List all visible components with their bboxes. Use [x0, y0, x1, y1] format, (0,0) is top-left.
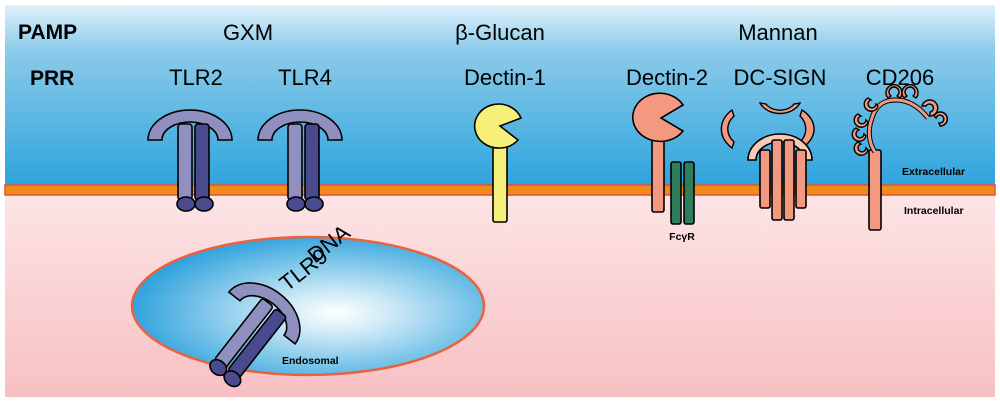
cd206-receptor — [851, 84, 948, 231]
tlr9-receptor — [209, 282, 301, 388]
pamp-label: PAMP — [18, 21, 77, 44]
label-dcsign: DC-SIGN — [734, 65, 827, 90]
label-tlr4: TLR4 — [278, 65, 332, 90]
tlr2-receptor — [147, 109, 233, 212]
dectin2-receptor — [631, 92, 685, 213]
label-endosomal: Endosomal — [282, 355, 339, 367]
fcyr-receptor — [670, 161, 695, 225]
label-fcyr: FcγR — [669, 231, 695, 243]
label-tlr2: TLR2 — [169, 65, 223, 90]
dcsign-receptor — [720, 102, 815, 221]
tlr4-receptor — [257, 109, 343, 212]
prr-label: PRR — [30, 67, 74, 90]
pamp-beta-glucan: β-Glucan — [455, 20, 545, 45]
pamp-gxm: GXM — [223, 20, 273, 45]
label-cd206: CD206 — [866, 65, 934, 90]
label-intracellular: Intracellular — [904, 205, 964, 217]
label-dectin1: Dectin-1 — [464, 65, 546, 90]
label-dectin2: Dectin-2 — [626, 65, 708, 90]
pamp-mannan: Mannan — [738, 20, 818, 45]
dectin1-receptor — [473, 103, 523, 223]
label-extracellular: Extracellular — [902, 166, 965, 178]
endosome — [130, 235, 486, 377]
